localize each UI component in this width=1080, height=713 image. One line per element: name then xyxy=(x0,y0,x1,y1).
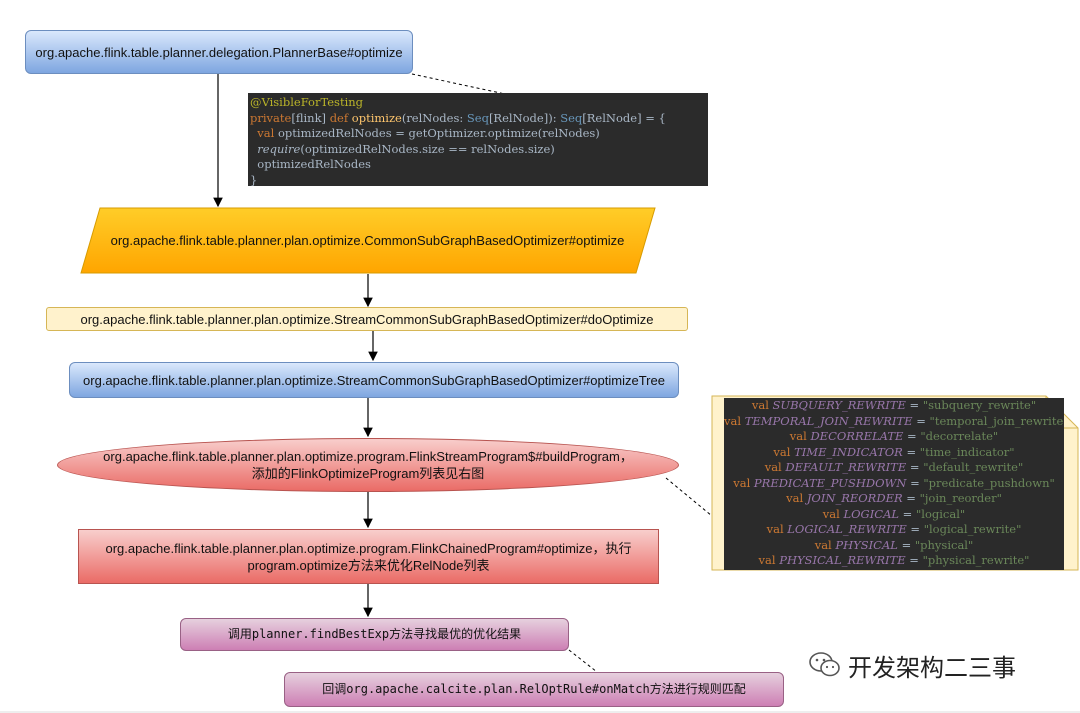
build-program-node: org.apache.flink.table.planner.plan.opti… xyxy=(57,438,679,492)
chained-program-label-1: org.apache.flink.table.planner.plan.opti… xyxy=(105,540,632,556)
constant-keyword: val xyxy=(758,553,780,567)
dashed-link-planner-code xyxy=(411,73,506,95)
constant-name: PHYSICAL_REWRITE xyxy=(779,553,906,567)
chained-program-label-2: program.optimize方法来优化RelNode列表 xyxy=(247,557,490,573)
constant-equals: = xyxy=(897,537,915,552)
constant-keyword: val xyxy=(822,506,844,521)
optimize-tree-label: org.apache.flink.table.planner.plan.opti… xyxy=(83,372,665,388)
constant-equals: = xyxy=(902,444,920,459)
common-subgraph-optimize-node: org.apache.flink.table.planner.plan.opti… xyxy=(90,208,645,273)
dashed-link-find-onmatch xyxy=(568,649,598,673)
constant-row: val SUBQUERY_REWRITE = "subquery_rewrite… xyxy=(724,398,1064,414)
constant-row: val LOGICAL_REWRITE = "logical_rewrite" xyxy=(724,522,1064,538)
optimize-tree-node: org.apache.flink.table.planner.plan.opti… xyxy=(69,362,679,398)
program-constants-code: val SUBQUERY_REWRITE = "subquery_rewrite… xyxy=(724,398,1064,570)
constant-name: PHYSICAL xyxy=(835,537,898,552)
constant-equals: = xyxy=(912,413,930,428)
constant-keyword: val xyxy=(789,429,811,443)
planner-base-optimize-node: org.apache.flink.table.planner.delegatio… xyxy=(25,30,413,74)
constant-keyword: val xyxy=(764,460,786,474)
constant-value: "join_reorder" xyxy=(919,491,1002,505)
constant-keyword: val xyxy=(724,413,745,428)
constant-name: TIME_INDICATOR xyxy=(794,444,903,459)
constant-row: val TIME_INDICATOR = "time_indicator" xyxy=(724,445,1064,461)
constant-name: LOGICAL xyxy=(843,506,900,521)
constant-equals: = xyxy=(905,553,923,567)
constant-row: val PHYSICAL = "physical" xyxy=(724,538,1064,554)
constant-name: PREDICATE_PUSHDOWN xyxy=(753,475,907,490)
constant-keyword: val xyxy=(751,398,773,412)
constant-row: val DECORRELATE = "decorrelate" xyxy=(724,429,1064,445)
build-program-label-1: org.apache.flink.table.planner.plan.opti… xyxy=(103,449,633,464)
constant-equals: = xyxy=(902,491,920,505)
constant-equals: = xyxy=(899,506,916,521)
dashed-link-build-constants xyxy=(665,477,713,517)
constant-keyword: val xyxy=(773,444,795,459)
constant-value: "subquery_rewrite" xyxy=(922,398,1037,412)
on-match-node: 回调org.apache.calcite.plan.RelOptRule#onM… xyxy=(284,672,784,707)
planner-base-optimize-label: org.apache.flink.table.planner.delegatio… xyxy=(35,44,403,60)
optimize-code-snippet: @VisibleForTesting private[flink] def op… xyxy=(248,93,708,186)
constant-value: "default_rewrite" xyxy=(923,460,1024,474)
code-line-1: @VisibleForTesting xyxy=(250,95,364,109)
constant-row: val DEFAULT_REWRITE = "default_rewrite" xyxy=(724,460,1064,476)
do-optimize-node: org.apache.flink.table.planner.plan.opti… xyxy=(46,307,688,331)
constant-row: val TEMPORAL_JOIN_REWRITE = "temporal_jo… xyxy=(724,414,1064,430)
constant-keyword: val xyxy=(814,537,836,552)
constant-value: "temporal_join_rewrite" xyxy=(929,413,1064,428)
constant-equals: = xyxy=(905,398,923,412)
constant-name: SUBQUERY_REWRITE xyxy=(772,398,906,412)
constant-row: val JOIN_REORDER = "join_reorder" xyxy=(724,491,1064,507)
wechat-icon xyxy=(809,652,840,677)
constant-value: "physical_rewrite" xyxy=(922,553,1030,567)
watermark-text: 开发架构二三事 xyxy=(848,653,1016,682)
common-subgraph-optimize-label: org.apache.flink.table.planner.plan.opti… xyxy=(110,233,625,248)
constant-value: "physical" xyxy=(914,537,974,552)
do-optimize-label: org.apache.flink.table.planner.plan.opti… xyxy=(80,311,654,327)
find-best-exp-node: 调用planner.findBestExp方法寻找最优的优化结果 xyxy=(180,618,569,651)
constant-row: val PHYSICAL_REWRITE = "physical_rewrite… xyxy=(724,553,1064,569)
on-match-label: 回调org.apache.calcite.plan.RelOptRule#onM… xyxy=(322,682,746,696)
constant-name: JOIN_REORDER xyxy=(806,491,903,505)
constant-keyword: val xyxy=(766,522,788,536)
constant-row: val PREDICATE_PUSHDOWN = "predicate_push… xyxy=(724,476,1064,492)
constant-name: DEFAULT_REWRITE xyxy=(785,460,907,474)
constant-keyword: val xyxy=(786,491,807,505)
constant-name: LOGICAL_REWRITE xyxy=(787,522,907,536)
find-best-exp-label: 调用planner.findBestExp方法寻找最优的优化结果 xyxy=(227,627,522,641)
constant-row: val LOGICAL = "logical" xyxy=(724,507,1064,523)
constant-value: "logical_rewrite" xyxy=(923,522,1022,536)
constant-equals: = xyxy=(906,460,924,474)
constant-equals: = xyxy=(906,475,924,490)
constant-value: "time_indicator" xyxy=(919,444,1015,459)
constant-value: "predicate_pushdown" xyxy=(923,475,1055,490)
build-program-label-2: 添加的FlinkOptimizeProgram列表见右图 xyxy=(251,466,485,481)
constant-equals: = xyxy=(906,522,924,536)
constant-equals: = xyxy=(903,429,921,443)
constant-value: "logical" xyxy=(915,506,966,521)
watermark: 开发架构二三事 xyxy=(808,648,1016,682)
constant-name: TEMPORAL_JOIN_REWRITE xyxy=(744,413,913,428)
constant-value: "decorrelate" xyxy=(920,429,999,443)
chained-program-node: org.apache.flink.table.planner.plan.opti… xyxy=(78,529,659,584)
constant-name: DECORRELATE xyxy=(810,429,904,443)
common-subgraph-shape xyxy=(80,207,656,274)
constant-keyword: val xyxy=(733,475,754,490)
